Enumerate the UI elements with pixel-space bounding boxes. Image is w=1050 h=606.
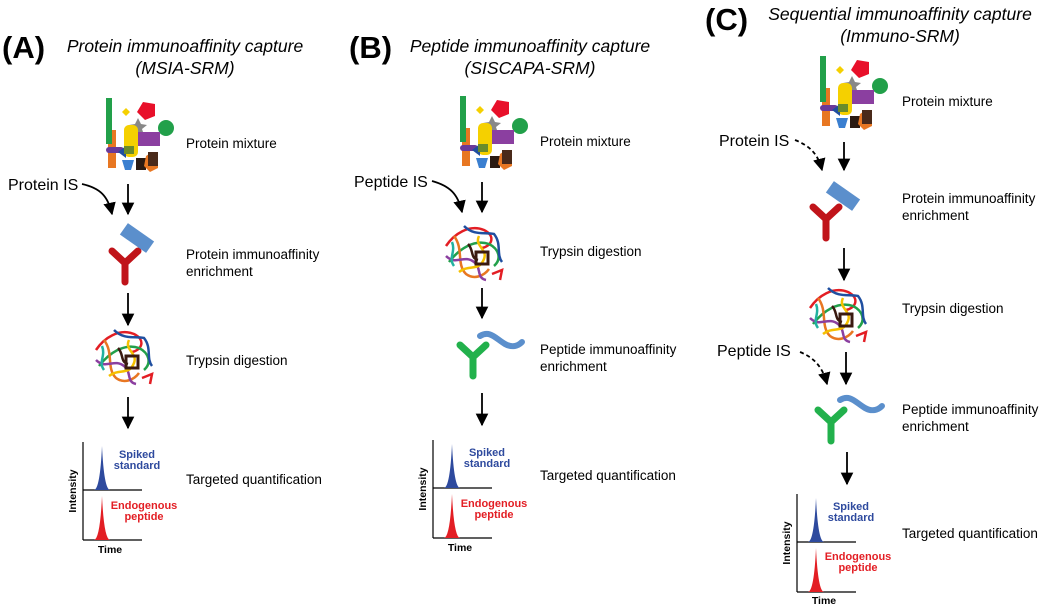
panel-b-step-3-line1: Peptide immunoaffinity xyxy=(540,342,677,357)
panel-a-step-2-line2: enrichment xyxy=(186,264,253,279)
endogenous-label-1: Endogenous xyxy=(825,551,892,563)
protein-mixture-icon xyxy=(106,98,174,172)
panel-c-title: Sequential immunoaffinity capture xyxy=(768,4,1032,24)
time-axis-label: Time xyxy=(98,544,122,556)
endogenous-peak xyxy=(444,494,460,538)
panel-b-step-4: Targeted quantification xyxy=(540,468,676,483)
peptide-antigen-icon xyxy=(837,394,885,414)
spiked-peak xyxy=(808,498,824,542)
panel-c-step-2-line1: Protein immunoaffinity xyxy=(902,191,1036,206)
is-arrow-dashed xyxy=(799,351,831,386)
spiked-label-2: standard xyxy=(828,512,874,524)
panel-c-step-2-line2: enrichment xyxy=(902,208,969,223)
chromatogram-c: Intensity Time Spiked standard Endogenou… xyxy=(781,494,891,606)
panel-c: (C) Sequential immunoaffinity capture (I… xyxy=(705,2,1039,606)
panel-c-letter: (C) xyxy=(705,2,748,37)
panel-c-step-5: Targeted quantification xyxy=(902,526,1038,541)
panel-a-letter: (A) xyxy=(2,30,45,65)
panel-a: (A) Protein immunoaffinity capture (MSIA… xyxy=(2,30,322,556)
panel-a-title: Protein immunoaffinity capture xyxy=(67,36,304,56)
spiked-label-2: standard xyxy=(464,458,510,470)
intensity-axis-label: Intensity xyxy=(781,521,793,564)
panel-b-letter: (B) xyxy=(349,30,392,65)
panel-c-is-label-1: Protein IS xyxy=(719,133,789,150)
spiked-label-1: Spiked xyxy=(119,449,155,461)
intensity-axis-label: Intensity xyxy=(417,467,429,510)
panel-c-step-1: Protein mixture xyxy=(902,94,993,109)
protein-mixture-icon xyxy=(820,56,888,130)
spiked-peak xyxy=(444,444,460,488)
peptide-antibody-icon xyxy=(460,345,486,376)
panel-c-step-3: Trypsin digestion xyxy=(902,301,1004,316)
protein-mixture-icon xyxy=(460,96,528,170)
spiked-label-2: standard xyxy=(114,460,160,472)
panel-b-step-3-line2: enrichment xyxy=(540,359,607,374)
panel-a-subtitle: (MSIA-SRM) xyxy=(135,58,234,78)
panel-b: (B) Peptide immunoaffinity capture (SISC… xyxy=(349,30,677,554)
protein-antibody-icon xyxy=(813,207,839,238)
spiked-label-1: Spiked xyxy=(833,501,869,513)
panel-c-subtitle: (Immuno-SRM) xyxy=(840,26,960,46)
protein-antigen-icon xyxy=(825,181,861,211)
panel-b-is-label: Peptide IS xyxy=(354,174,428,191)
spiked-label-1: Spiked xyxy=(469,447,505,459)
intensity-axis-label: Intensity xyxy=(67,469,79,512)
panel-b-step-1: Protein mixture xyxy=(540,134,631,149)
panel-b-subtitle: (SISCAPA-SRM) xyxy=(465,58,596,78)
panel-b-title: Peptide immunoaffinity capture xyxy=(410,36,651,56)
panel-a-step-4: Targeted quantification xyxy=(186,472,322,487)
panel-a-step-3: Trypsin digestion xyxy=(186,353,288,368)
endogenous-label-2: peptide xyxy=(124,511,163,523)
panel-c-is-label-2: Peptide IS xyxy=(717,343,791,360)
is-arrow xyxy=(431,180,466,214)
endogenous-label-2: peptide xyxy=(474,509,513,521)
panel-a-step-1: Protein mixture xyxy=(186,136,277,151)
panel-b-step-2: Trypsin digestion xyxy=(540,244,642,259)
digest-icon xyxy=(806,284,870,348)
panel-c-step-4-line1: Peptide immunoaffinity xyxy=(902,402,1039,417)
panel-a-is-label: Protein IS xyxy=(8,177,78,194)
digest-icon xyxy=(92,326,156,390)
panel-a-step-2-line1: Protein immunoaffinity xyxy=(186,247,320,262)
panel-c-step-4-line2: enrichment xyxy=(902,419,969,434)
spiked-peak xyxy=(94,446,110,490)
peptide-antibody-icon xyxy=(818,410,844,441)
chromatogram-b: Intensity Time Spiked standard Endogenou… xyxy=(417,440,527,554)
endogenous-label-1: Endogenous xyxy=(461,498,528,510)
protein-antibody-icon xyxy=(112,251,138,282)
digest-icon xyxy=(442,222,506,286)
endogenous-peak xyxy=(94,496,110,540)
is-arrow xyxy=(81,183,116,216)
time-axis-label: Time xyxy=(448,542,472,554)
peptide-antigen-icon xyxy=(477,330,525,350)
is-arrow-dashed xyxy=(794,139,826,172)
endogenous-peak xyxy=(808,548,824,592)
time-axis-label: Time xyxy=(812,595,836,606)
endogenous-label-2: peptide xyxy=(838,562,877,574)
chromatogram-a: Intensity Time Spiked standard Endogenou… xyxy=(67,442,177,556)
protein-antigen-icon xyxy=(119,223,155,253)
endogenous-label-1: Endogenous xyxy=(111,500,178,512)
